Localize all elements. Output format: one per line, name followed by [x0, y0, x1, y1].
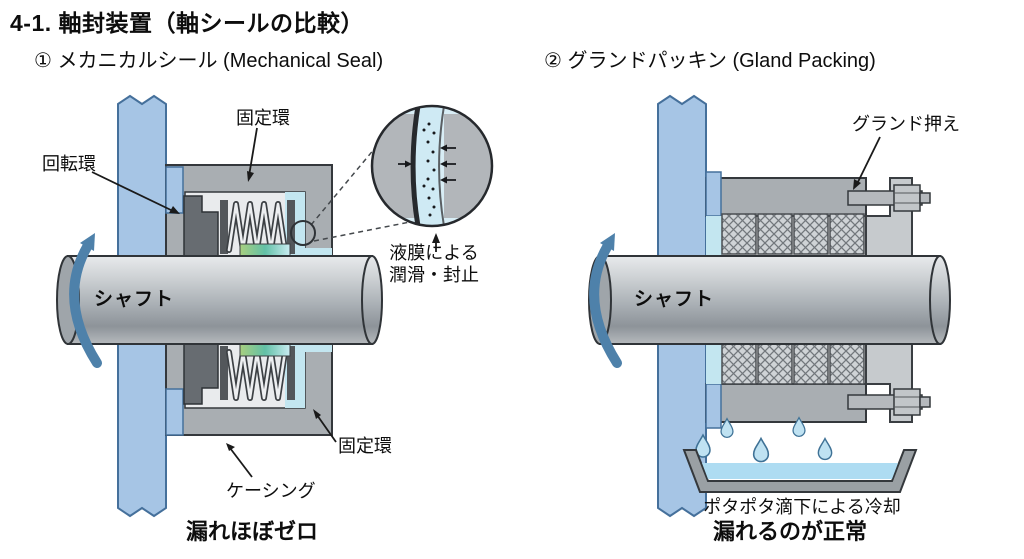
packing-rings — [721, 213, 865, 385]
mechanical-seal-heading: ① メカニカルシール (Mechanical Seal) — [34, 50, 384, 72]
fluid-cavity — [706, 216, 722, 256]
rotation-arrow — [69, 233, 102, 368]
gland-packing-diagram — [588, 94, 951, 518]
flange-step — [705, 383, 722, 429]
pressure-arrow-icon — [398, 147, 456, 181]
shaft-label-left: シャフト — [94, 289, 175, 310]
mechanical-seal-diagram — [56, 94, 494, 518]
flange-step — [165, 166, 184, 214]
label-casing: ケーシング — [226, 481, 316, 501]
leak-drops — [695, 416, 833, 463]
tray-water — [702, 463, 898, 479]
caption-left: 漏れほぼゼロ — [185, 519, 319, 544]
label-fixed-ring-top: 固定環 — [236, 108, 290, 128]
film-particles — [422, 122, 436, 217]
shaft — [56, 255, 383, 345]
fluid-cavity — [706, 344, 722, 384]
gland-packing-heading: ② グランドパッキン (Gland Packing) — [544, 50, 876, 72]
seal-faces — [239, 243, 291, 357]
liquid-film-inset — [370, 104, 494, 228]
label-cooling: ポタポタ滴下による冷却 — [703, 497, 901, 517]
shaft — [588, 255, 951, 345]
leader-lines — [91, 127, 440, 478]
shaft-end-cap — [929, 255, 951, 345]
leader-lines — [853, 136, 881, 190]
rotation-arrow — [589, 233, 622, 368]
shaft-label-right: シャフト — [634, 289, 715, 310]
flange-step — [705, 171, 722, 217]
gland-bolt — [847, 184, 931, 416]
label-rotating-ring: 回転環 — [42, 154, 96, 174]
page-title: 4-1. 軸封装置（軸シールの比較） — [10, 10, 365, 36]
stuffing-box-housing — [705, 171, 867, 429]
label-fixed-ring-bottom: 固定環 — [338, 436, 392, 456]
shaft-end-cap — [361, 255, 383, 345]
drip-tray — [682, 449, 918, 493]
caption-right: 漏れるのが正常 — [712, 519, 868, 544]
label-gland-follower: グランド押え — [852, 114, 960, 134]
label-liquid-film: 液膜による 潤滑・封止 — [389, 243, 479, 285]
flange-step — [165, 388, 184, 436]
